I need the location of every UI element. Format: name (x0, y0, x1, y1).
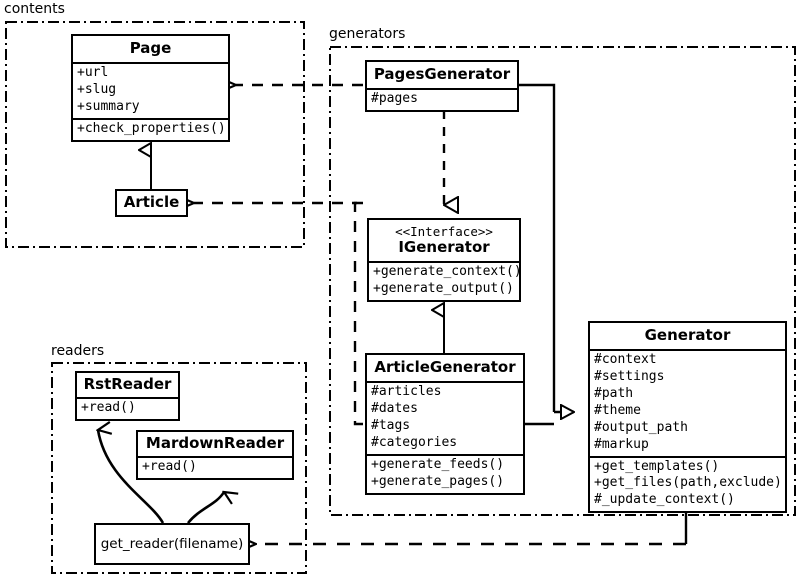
attribute-item: #dates (371, 401, 418, 417)
attribute-item: #categories (371, 434, 458, 450)
attribute-item: #markup (594, 436, 649, 452)
class-box-article[interactable]: Article (115, 189, 188, 218)
class-name-generator: Generator (644, 326, 731, 344)
class-box-articlegenerator[interactable]: ArticleGenerator #articles #dates #tags … (365, 353, 525, 495)
class-name-mardownreader: MardownReader (145, 434, 285, 452)
attribute-item: #articles (371, 384, 442, 400)
class-box-rstreader[interactable]: RstReader +read() (75, 371, 180, 422)
attributes-compartment-page: +url +slug +summary (73, 62, 228, 118)
edge-get-reader-to-mardownreader (186, 492, 224, 524)
attribute-item: #path (594, 386, 634, 402)
attribute-item: #tags (371, 418, 411, 434)
class-name-igenerator: <<Interface>> IGenerator (369, 220, 519, 261)
operations-compartment-articlegenerator: +generate_feeds() +generate_pages() (367, 453, 523, 493)
operation-item: +read() (142, 459, 197, 475)
attribute-item: +summary (77, 99, 140, 115)
attributes-compartment-pagesgenerator: #pages (367, 88, 517, 110)
attributes-compartment-articlegenerator: #articles #dates #tags #categories (367, 381, 523, 454)
operation-item: +get_templates() (594, 458, 720, 474)
operation-item: +generate_output() (373, 281, 514, 297)
package-label-generators: generators (329, 26, 406, 42)
function-box-get-reader[interactable]: get_reader(filename) (94, 523, 250, 565)
attribute-item: #context (594, 352, 657, 368)
package-label-contents: contents (4, 1, 65, 17)
class-name-text: IGenerator (398, 238, 490, 256)
class-box-igenerator[interactable]: <<Interface>> IGenerator +generate_conte… (367, 218, 522, 303)
attribute-item: +url (77, 65, 109, 81)
operations-compartment-page: +check_properties() (73, 117, 228, 140)
class-box-page[interactable]: Page +url +slug +summary +check_properti… (71, 34, 230, 142)
operation-item: #_update_context() (594, 492, 735, 508)
operation-item: +generate_feeds() (371, 456, 505, 472)
attribute-item: +slug (77, 82, 117, 98)
attribute-item: #output_path (594, 419, 688, 435)
operations-compartment-mardownreader: +read() (138, 456, 292, 478)
class-name-article: Article (123, 193, 180, 211)
edge-articlegenerator-to-article (194, 203, 363, 426)
class-box-pagesgenerator[interactable]: PagesGenerator #pages (365, 60, 519, 113)
package-label-readers: readers (51, 343, 105, 359)
attribute-item: #pages (371, 91, 418, 107)
function-label: get_reader(filename) (100, 536, 244, 552)
operation-item: +read() (81, 400, 136, 416)
class-name-page: Page (129, 39, 172, 57)
attribute-item: #settings (594, 369, 665, 385)
attributes-compartment-generator: #context #settings #path #theme #output_… (590, 349, 785, 455)
operations-compartment-rstreader: +read() (77, 397, 178, 419)
stereotype-label: <<Interface>> (395, 224, 493, 239)
edge-generators-to-generator (519, 83, 574, 426)
class-box-mardownreader[interactable]: MardownReader +read() (136, 430, 294, 481)
operations-compartment-generator: +get_templates() +get_files(path,exclude… (590, 455, 785, 512)
class-name-articlegenerator: ArticleGenerator (374, 358, 516, 376)
operation-item: +check_properties() (77, 120, 226, 136)
operation-item: +get_files(path,exclude) (594, 475, 782, 491)
operation-item: +generate_pages() (371, 473, 505, 489)
attribute-item: #theme (594, 402, 641, 418)
class-name-rstreader: RstReader (83, 375, 172, 393)
class-box-generator[interactable]: Generator #context #settings #path #them… (588, 321, 787, 514)
class-name-pagesgenerator: PagesGenerator (373, 65, 511, 83)
operations-compartment-igenerator: +generate_context() +generate_output() (369, 261, 522, 300)
operation-item: +generate_context() (373, 264, 522, 280)
